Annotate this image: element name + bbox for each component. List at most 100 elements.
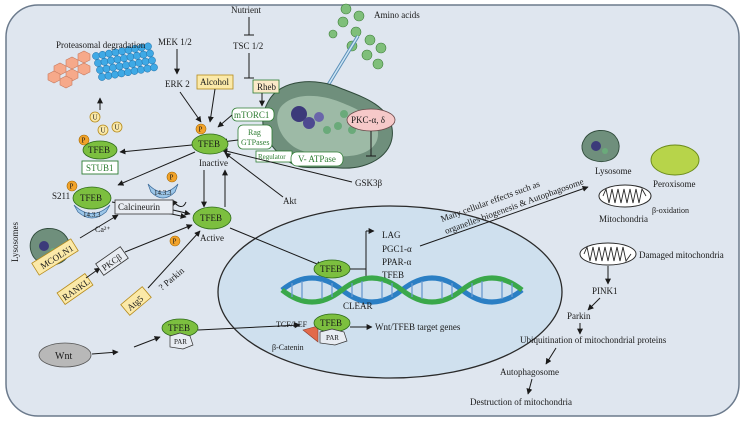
protein-1433-label: 14.3.3 (154, 189, 172, 197)
proteasome-subunit (126, 53, 135, 61)
ppar-label: PPAR-α (382, 257, 412, 267)
ca2-label: Ca²⁺ (95, 225, 111, 234)
mitochondria (598, 184, 652, 208)
nucleus (217, 205, 563, 379)
peroxisome-label: Peroxisome (653, 179, 696, 189)
mitochondria-label: Mitochondria (599, 214, 648, 224)
amino-acids-label: Amino acids (374, 10, 420, 20)
proteasome-subunit (98, 50, 107, 59)
arrow-alcohol (207, 88, 216, 123)
arrow-1433-release (171, 199, 187, 207)
protein-1433-bound (73, 204, 111, 219)
proteasome-subunit (94, 59, 102, 67)
damaged-mito-label: Damaged mitochondria (639, 250, 724, 260)
arrow-ubiq-autophagosome (545, 347, 557, 365)
arrow-rankl-pkcb (85, 267, 101, 279)
tfeb-s211 (72, 186, 112, 210)
par-shape-nuclear (319, 328, 348, 346)
phospho-badge (166, 171, 178, 183)
proteasome-subunit (137, 65, 145, 74)
regulator-label: Regulator (258, 153, 286, 161)
rag-gtpases-box (237, 124, 273, 150)
destruction-label: Destruction of mitochondria (470, 397, 572, 407)
arrow-pkcb-active (124, 224, 193, 253)
mek-label: MEK 1/2 (158, 37, 192, 47)
proteasome-subunit (113, 55, 122, 64)
ubiquitination-label: Ubiquitination of mitochondrial proteins (520, 335, 667, 345)
lysosome-small-particle (39, 241, 49, 251)
proteasome-subunit (98, 73, 106, 81)
clear-label: CLEAR (343, 301, 373, 311)
proteasome-subunit (143, 64, 152, 73)
tfeb-gene-label: TFEB (382, 270, 404, 280)
rheb-box (252, 79, 280, 94)
proteasome-subunit (133, 51, 141, 60)
proteasome-subunit (120, 54, 128, 63)
s211-label: S211 (52, 191, 70, 201)
arrow-mtorc1-tfeb (217, 114, 233, 128)
damaged-mitochondria (579, 242, 637, 266)
inactive-label: Inactive (199, 158, 228, 168)
lysosome-label: Lysosome (595, 166, 632, 176)
ubiquitin-tag-label: U (115, 124, 120, 132)
proteasome-subunit (141, 57, 150, 66)
dna-helix (280, 275, 524, 305)
tfeb-active (192, 206, 232, 230)
proteasome-subunit (135, 58, 143, 67)
mtorc1-box (231, 107, 275, 122)
proteasome-subunit (144, 42, 152, 51)
amino-acid-particles (328, 3, 387, 70)
proteasome-subunit (100, 57, 109, 66)
rag-label: Rag (248, 128, 261, 137)
proteasome-subunit (139, 50, 148, 59)
pink1-label: PINK1 (592, 286, 618, 296)
wnt-badge (38, 342, 92, 368)
stub1-label: STUB1 (86, 163, 114, 173)
tfeb-label: TFEB (320, 318, 342, 328)
calcineurin-label: Calcineurin (118, 202, 160, 212)
pkcb-box (95, 246, 129, 276)
phospho-badge (195, 123, 207, 135)
b-catenin-shape (302, 325, 319, 343)
proteasome-subunit (109, 63, 117, 72)
proteasome-subunit (146, 49, 154, 58)
tfeb-label: TFEB (200, 213, 222, 223)
arrow-wnt-tfeb (133, 336, 161, 348)
arrow-tfeb-stub1 (119, 144, 193, 155)
atg5-box (120, 286, 152, 316)
mcoln1-box (31, 238, 79, 276)
arrow-pink1-parkin (587, 297, 601, 311)
arrow-tfeb-par-nucleus (197, 322, 301, 331)
tcf-lef-label: TCF/LEF (276, 320, 308, 329)
arrow-akt-tfeb (224, 152, 284, 198)
proteasome-subunit (122, 61, 130, 70)
tfeb-label: TFEB (80, 193, 102, 203)
akt-label: Akt (283, 196, 297, 206)
protein-1433-free (147, 183, 179, 199)
protein-1433-label: 14.3.3 (83, 211, 101, 219)
ubiquitin-cluster (47, 50, 91, 89)
wnt-target-label: Wnt/TFEB target genes (375, 322, 461, 332)
ubiquitin-tag (97, 124, 109, 136)
tfeb-label: TFEB (168, 323, 190, 333)
pkc-label: PKC-α, δ (351, 115, 385, 125)
tsc-label: TSC 1/2 (233, 41, 263, 51)
proteasome-subunit (102, 64, 111, 73)
b-catenin-label: β-Catenin (272, 343, 304, 352)
tfeb-inactive (191, 133, 229, 155)
phospho-label: P (199, 126, 203, 134)
calcineurin-box (114, 199, 174, 215)
phospho-badge (78, 134, 90, 146)
mtorc1-label: mTORC1 (234, 110, 269, 120)
proteasome-subunit (130, 67, 139, 75)
stub1-box (81, 160, 119, 175)
rankl-box (56, 272, 94, 306)
proteasome-subunit (150, 63, 158, 72)
proteasome-subunit (96, 66, 104, 74)
lysosomes-label: Lysosomes (10, 221, 20, 262)
lysosome-right-particle (591, 141, 601, 151)
arrow-gsk3b-tfeb (221, 148, 353, 183)
phospho-label: P (170, 174, 174, 182)
wnt-label: Wnt (55, 351, 72, 362)
phospho-badge (66, 180, 78, 192)
